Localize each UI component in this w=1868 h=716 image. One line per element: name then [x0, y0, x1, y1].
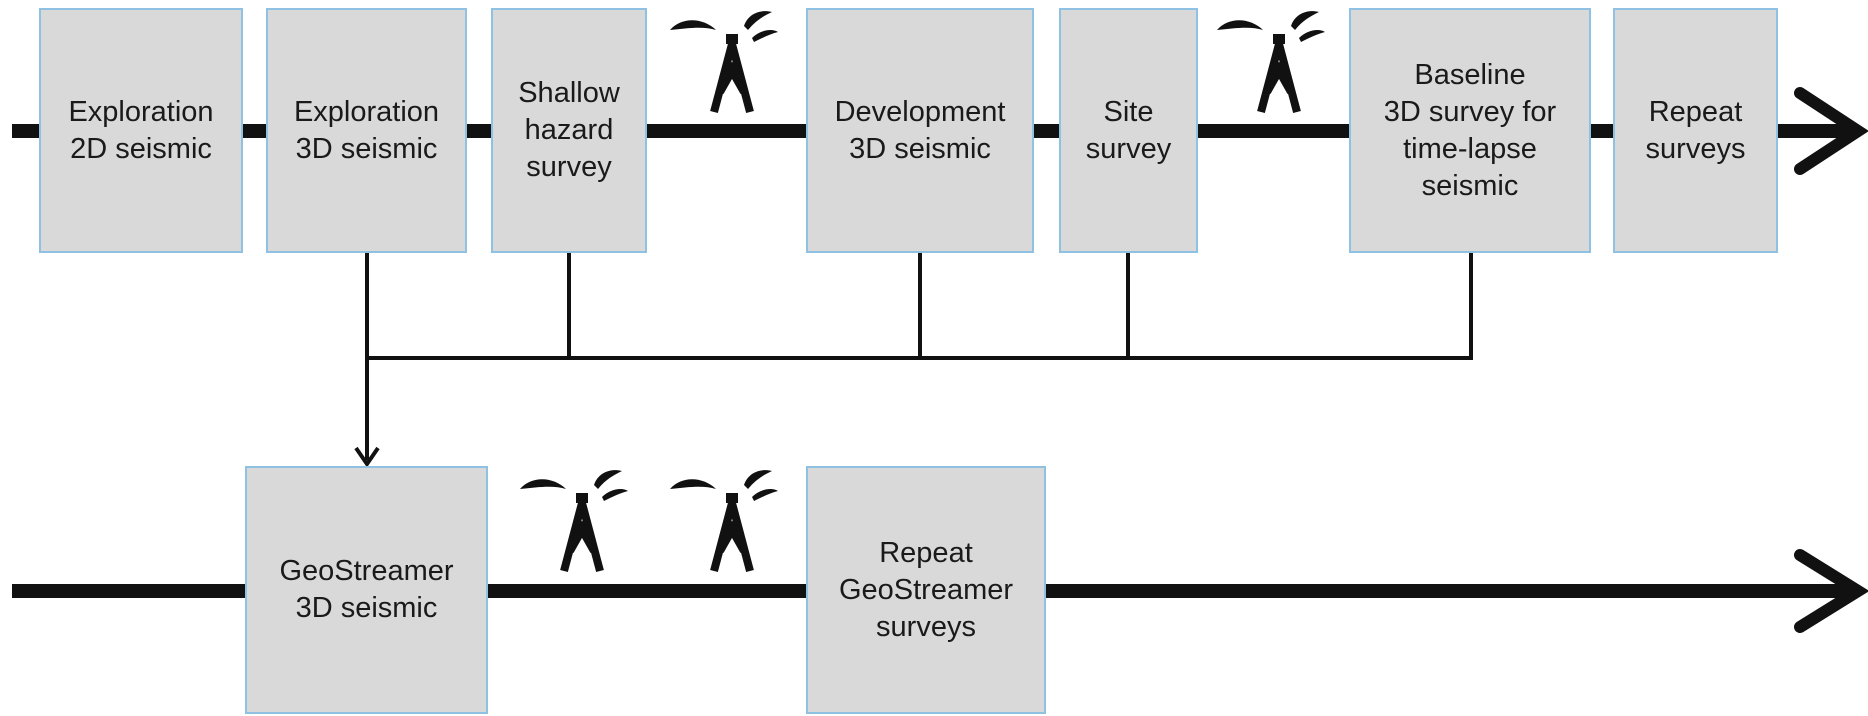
box-label: GeoStreamer 3D seismic	[279, 555, 454, 624]
box-development-3d-seismic: Development 3D seismic	[806, 8, 1034, 253]
box-label: Exploration 2D seismic	[68, 95, 214, 165]
oil-rig-icon	[670, 11, 778, 112]
box-label: Repeat surveys	[1645, 95, 1746, 165]
box-label: Development 3D seismic	[834, 95, 1006, 165]
connector-lines	[365, 253, 1473, 460]
box-exploration-3d-seismic: Exploration 3D seismic	[266, 8, 467, 253]
box-geostreamer-3d-seismic: GeoStreamer 3D seismic	[245, 466, 488, 714]
box-label: Exploration 3D seismic	[293, 95, 440, 165]
oil-rig-icon	[670, 470, 778, 571]
box-site-survey: Site survey	[1059, 8, 1198, 253]
box-repeat-surveys: Repeat surveys	[1613, 8, 1778, 253]
connector-arrowhead	[354, 446, 380, 468]
oil-rig-icon	[520, 470, 628, 571]
box-shallow-hazard-survey: Shallow hazard survey	[491, 8, 647, 253]
box-repeat-geostreamer-surveys: Repeat GeoStreamer surveys	[806, 466, 1046, 714]
oil-rig-icon	[1217, 11, 1325, 112]
top-timeline-arrowhead	[1794, 87, 1868, 175]
box-label: Baseline 3D survey for time-lapse seismi…	[1383, 58, 1557, 202]
box-baseline-3d-survey: Baseline 3D survey for time-lapse seismi…	[1349, 8, 1591, 253]
box-exploration-2d-seismic: Exploration 2D seismic	[39, 8, 243, 253]
box-label: Repeat GeoStreamer surveys	[838, 536, 1014, 643]
box-label: Site survey	[1085, 95, 1172, 165]
box-label: Shallow hazard survey	[518, 77, 620, 183]
bottom-timeline-arrowhead	[1794, 549, 1868, 633]
